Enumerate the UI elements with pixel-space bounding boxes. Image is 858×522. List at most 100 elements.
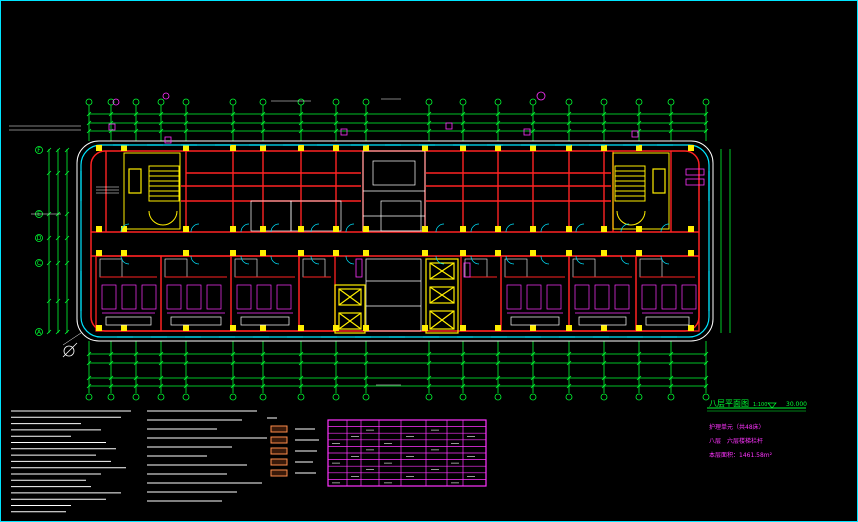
column bbox=[183, 226, 189, 232]
column bbox=[460, 325, 466, 331]
grid-bubble-icon bbox=[107, 393, 115, 401]
door-swing bbox=[120, 255, 130, 265]
grid-bubble-icon bbox=[702, 98, 710, 106]
grid-bubble-icon bbox=[635, 393, 643, 401]
bed bbox=[641, 284, 657, 310]
column bbox=[495, 325, 501, 331]
stair-left bbox=[123, 152, 181, 230]
general-notes bbox=[11, 410, 267, 513]
door-swing bbox=[345, 223, 355, 233]
bed bbox=[206, 284, 222, 310]
column bbox=[495, 250, 501, 256]
door-swing bbox=[240, 223, 250, 233]
column bbox=[298, 226, 304, 232]
dimension-tick bbox=[64, 235, 70, 241]
grid-bubble-icon bbox=[565, 393, 573, 401]
floor-note: 八层 六层楼梯栏杆 bbox=[709, 437, 763, 445]
door-swing bbox=[540, 255, 550, 265]
column bbox=[121, 325, 127, 331]
column bbox=[688, 325, 694, 331]
patient-room bbox=[635, 255, 700, 332]
door-swing bbox=[505, 223, 515, 233]
bed bbox=[101, 284, 117, 310]
grid-bubble-icon bbox=[157, 98, 165, 106]
column bbox=[530, 145, 536, 151]
patient-room bbox=[160, 255, 232, 332]
grid-bubble-icon bbox=[362, 393, 370, 401]
column bbox=[601, 325, 607, 331]
wardrobe bbox=[240, 316, 290, 326]
grid-bubble-icon bbox=[332, 98, 340, 106]
grid-bubble-icon bbox=[229, 98, 237, 106]
floor-elevation: 30.000 bbox=[786, 401, 807, 408]
column bbox=[333, 250, 339, 256]
column bbox=[363, 226, 369, 232]
door-swing bbox=[435, 223, 445, 233]
patient-room bbox=[298, 255, 336, 332]
column bbox=[530, 226, 536, 232]
door-swing bbox=[120, 223, 130, 233]
column bbox=[230, 226, 236, 232]
column bbox=[96, 226, 102, 232]
grid-bubble-icon: D bbox=[35, 234, 43, 242]
column bbox=[298, 145, 304, 151]
column bbox=[636, 145, 642, 151]
drawing-title: 八层平面图 bbox=[709, 399, 749, 408]
bathroom bbox=[639, 258, 663, 278]
dimension-tick bbox=[55, 260, 61, 266]
column bbox=[260, 226, 266, 232]
column bbox=[230, 250, 236, 256]
grid-label-e: E bbox=[37, 211, 41, 218]
door-swing bbox=[270, 223, 280, 233]
grid-bubble-icon bbox=[85, 393, 93, 401]
dimension-tick bbox=[55, 170, 61, 176]
grid-bubble-icon bbox=[297, 393, 305, 401]
bathroom bbox=[464, 258, 488, 278]
dimension-tick bbox=[55, 147, 61, 153]
column bbox=[495, 226, 501, 232]
dimension-tick bbox=[64, 260, 70, 266]
dimension-tick bbox=[46, 260, 52, 266]
bed bbox=[276, 284, 292, 310]
column bbox=[688, 226, 694, 232]
column bbox=[636, 250, 642, 256]
column bbox=[363, 250, 369, 256]
bed bbox=[236, 284, 252, 310]
grid-bubble-icon bbox=[702, 393, 710, 401]
column bbox=[121, 226, 127, 232]
door-swing bbox=[470, 255, 480, 265]
column bbox=[183, 325, 189, 331]
grid-bubble-icon bbox=[459, 98, 467, 106]
dimension-tick bbox=[55, 298, 61, 304]
title-block: 八层平面图 1:100 30.000 护理单元（共48床） 八层 六层楼梯栏杆 … bbox=[707, 399, 807, 459]
column bbox=[636, 226, 642, 232]
column bbox=[121, 250, 127, 256]
grid-label-c: C bbox=[37, 260, 41, 267]
drawing-scale: 1:100 bbox=[753, 402, 767, 408]
wardrobe bbox=[578, 316, 627, 326]
grid-bubble-icon: C bbox=[35, 259, 43, 267]
column bbox=[333, 145, 339, 151]
bed bbox=[186, 284, 202, 310]
column bbox=[566, 226, 572, 232]
grid-bubble-icon bbox=[157, 393, 165, 401]
column bbox=[298, 250, 304, 256]
column bbox=[260, 145, 266, 151]
door-swing bbox=[310, 255, 320, 265]
dimension-tick bbox=[64, 298, 70, 304]
grid-bubble-icon: F bbox=[35, 146, 43, 154]
dimension-tick bbox=[46, 298, 52, 304]
bed bbox=[141, 284, 157, 310]
corridor-walls bbox=[91, 185, 699, 257]
column bbox=[230, 145, 236, 151]
dimension-tick bbox=[64, 170, 70, 176]
grid-bubble-icon bbox=[425, 98, 433, 106]
dimension-lines bbox=[48, 113, 731, 387]
column bbox=[601, 226, 607, 232]
bed bbox=[506, 284, 522, 310]
column bbox=[601, 145, 607, 151]
door-swing bbox=[660, 255, 670, 265]
column bbox=[495, 145, 501, 151]
door-swing bbox=[435, 255, 445, 265]
